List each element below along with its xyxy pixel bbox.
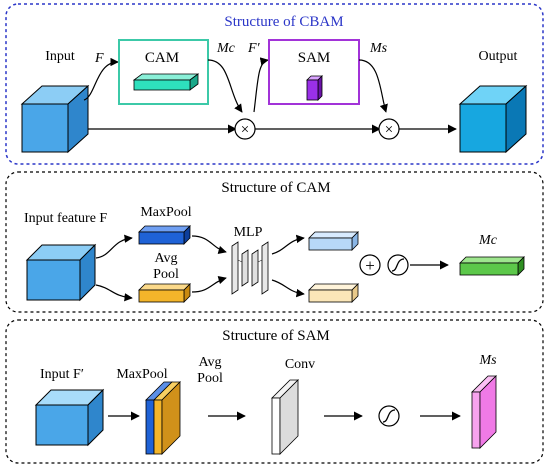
sam-conv-map	[271, 379, 299, 455]
cam-sigmoid-node	[387, 254, 409, 276]
f-prime-label: F′	[247, 41, 261, 56]
cam-mc-output	[459, 256, 525, 276]
cam-module-box	[118, 39, 209, 105]
cbam-input-label: Input	[45, 49, 75, 64]
mlp-to-upper-output-arrow	[271, 234, 305, 255]
sam-input-cube	[34, 388, 105, 447]
cam-panel	[5, 171, 544, 313]
cam-arrow-to-maxpool	[95, 234, 133, 259]
cam-maxpool-feature	[138, 225, 191, 245]
sam-title: Structure of SAM	[222, 328, 330, 344]
f-arrow	[83, 57, 119, 101]
cam-plus-node	[359, 254, 381, 276]
mlp-label: MLP	[234, 225, 263, 240]
cbam-title: Structure of CBAM	[224, 14, 343, 30]
sam-module-label: SAM	[298, 50, 331, 66]
cam-sigmoid-icon	[391, 258, 405, 272]
cam-mlp-output-upper	[308, 231, 359, 251]
sam-ms-output	[471, 375, 497, 449]
sam-module-box	[268, 39, 360, 105]
f-prime-arrow	[253, 57, 269, 113]
sam-avgpool-label-1: Avg	[198, 355, 221, 370]
sam-sigmoid-node	[378, 405, 400, 427]
cam-avgpool-feature	[138, 283, 191, 303]
cam-input-label: Input feature F	[24, 211, 107, 226]
cam-module-label: CAM	[145, 50, 179, 66]
ms-arrow	[358, 59, 388, 113]
cam-mc-label: Mc	[478, 233, 498, 248]
cam-avgpool-to-mlp-arrow	[191, 276, 227, 293]
cbam-output-label: Output	[479, 49, 518, 64]
mlp-block	[231, 241, 269, 295]
cam-avgpool-label-2: Pool	[153, 267, 179, 282]
sam-input-label: Input F′	[40, 367, 84, 382]
cam-title: Structure of CAM	[221, 180, 330, 196]
f-label: F	[94, 51, 104, 66]
cam-arrow-to-avgpool	[95, 284, 133, 302]
sam-ms-label: Ms	[478, 353, 497, 368]
cam-module-feature	[132, 73, 200, 91]
cam-input-cube	[25, 243, 97, 302]
sam-sigmoid-icon	[382, 409, 396, 423]
sam-panel	[5, 319, 544, 464]
multiply-symbol-2: ×	[385, 122, 393, 138]
sam-conv-label: Conv	[285, 357, 315, 372]
mlp-to-lower-output-arrow	[271, 279, 305, 298]
sam-pool-maps	[145, 381, 181, 455]
cam-plus-symbol: +	[365, 256, 375, 275]
sam-avgpool-label-2: Pool	[197, 371, 223, 386]
mc-label: Mc	[216, 41, 236, 56]
cam-maxpool-to-mlp-arrow	[191, 235, 227, 254]
cam-maxpool-label: MaxPool	[140, 205, 191, 220]
ms-label: Ms	[369, 41, 388, 56]
cbam-input-cube	[20, 84, 90, 154]
mc-arrow	[207, 59, 243, 113]
cam-avgpool-label-1: Avg	[154, 251, 177, 266]
cam-mlp-output-lower	[308, 283, 359, 303]
multiply-symbol-1: ×	[241, 122, 249, 138]
cbam-output-cube	[458, 84, 528, 154]
sam-module-feature	[306, 75, 323, 101]
sam-maxpool-label: MaxPool	[116, 367, 167, 382]
cbam-panel	[5, 3, 544, 165]
